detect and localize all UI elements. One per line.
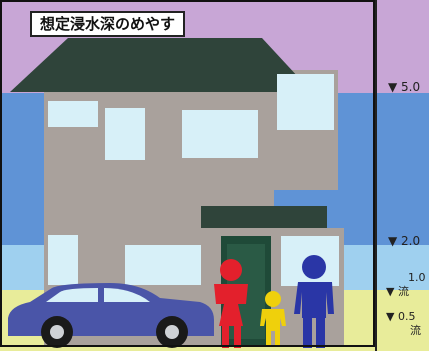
- roof: [10, 38, 312, 92]
- scale-label-2m: ▼ 2.0: [388, 234, 421, 248]
- window: [48, 235, 78, 285]
- page-title: 想定浸水深のめやす: [30, 11, 186, 37]
- scale-label-5m: ▼ 5.0: [388, 80, 421, 94]
- window: [277, 74, 334, 130]
- scale-label-1m-note: ▼ 流: [386, 285, 409, 298]
- porch-canopy: [201, 206, 327, 228]
- scale-label-05m-note: 流: [410, 324, 421, 337]
- person-red-icon: [214, 259, 248, 348]
- window: [105, 108, 145, 160]
- window: [48, 101, 98, 127]
- window: [182, 110, 258, 158]
- scene-illustration: [8, 38, 344, 348]
- scale-label-1m: 1.0: [408, 271, 426, 284]
- scale-divider-left: [375, 0, 377, 351]
- person-blue-icon: [294, 255, 334, 348]
- window: [125, 245, 201, 285]
- person-yellow-icon: [260, 291, 286, 347]
- car-icon: [8, 283, 214, 348]
- scale-label-05m: ▼ 0.5: [386, 310, 416, 323]
